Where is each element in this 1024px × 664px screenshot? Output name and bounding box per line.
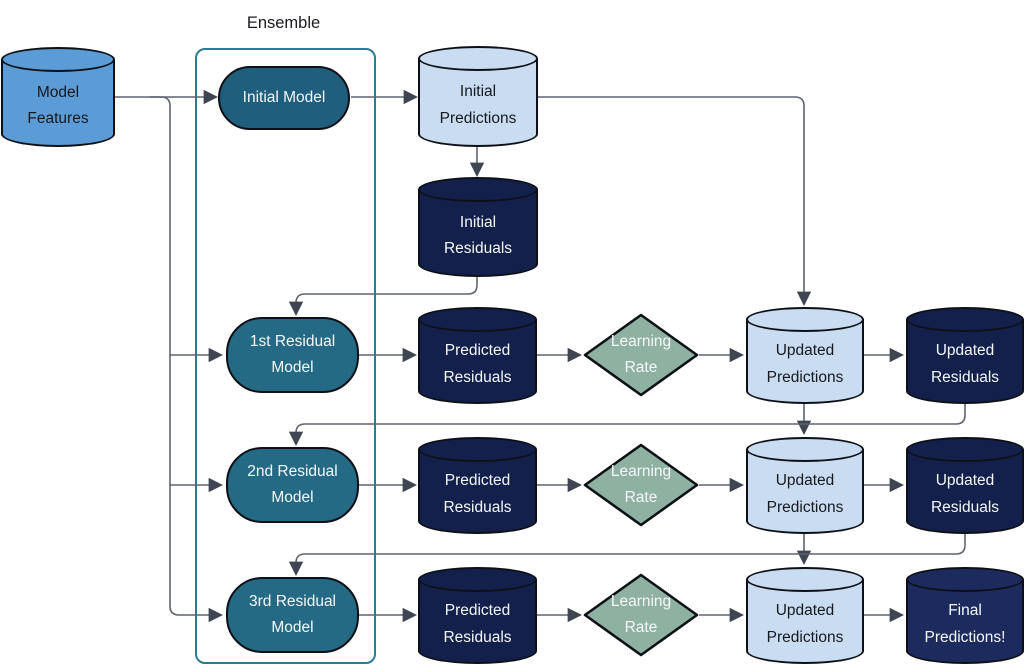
residual-model-1-node: 1st Residual Model	[226, 317, 359, 393]
updated-predictions-2-label: Updated Predictions	[766, 472, 844, 516]
initial-model-node: Initial Model	[218, 66, 350, 130]
learning-rate-2-label: Learning Rate	[610, 462, 672, 506]
residual-model-2-node: 2nd Residual Model	[226, 447, 359, 523]
cylinder-body	[906, 579, 1024, 664]
cylinder-body	[906, 319, 1024, 404]
cylinder-top-ellipse	[746, 437, 864, 462]
learning-rate-1-diamond: Learning Rate	[583, 313, 699, 397]
cylinder-top-ellipse	[418, 437, 537, 462]
final-predictions-cylinder: Final Predictions!	[906, 567, 1024, 664]
cylinder-body	[1, 59, 115, 147]
cylinder-body	[746, 449, 864, 534]
initial-predictions-cylinder: Initial Predictions	[418, 46, 538, 147]
cylinder-top-ellipse	[418, 177, 538, 202]
cylinder-top-ellipse	[906, 437, 1024, 462]
cylinder-body	[418, 189, 538, 277]
cylinder-top-ellipse	[746, 307, 864, 332]
updated-residuals-1-label: Updated Residuals	[930, 342, 1000, 386]
cylinder-body	[418, 579, 537, 664]
learning-rate-1-label: Learning Rate	[610, 332, 672, 376]
learning-rate-2-diamond: Learning Rate	[583, 443, 699, 527]
predicted-residuals-2-cylinder: Predicted Residuals	[418, 437, 537, 534]
updated-residuals-2-cylinder: Updated Residuals	[906, 437, 1024, 534]
updated-residuals-2-label: Updated Residuals	[930, 472, 1000, 516]
cylinder-body	[746, 319, 864, 404]
ensemble-group-title: Ensemble	[246, 14, 321, 32]
predicted-residuals-1-cylinder: Predicted Residuals	[418, 307, 537, 404]
initial-model-label: Initial Model	[242, 88, 326, 106]
predicted-residuals-3-cylinder: Predicted Residuals	[418, 567, 537, 664]
cylinder-top-ellipse	[418, 567, 537, 592]
cylinder-body	[906, 449, 1024, 534]
residual-model-3-node: 3rd Residual Model	[226, 577, 359, 653]
cylinder-body	[418, 449, 537, 534]
initial-predictions-label: Initial Predictions	[439, 83, 517, 127]
residual-model-1-label: 1st Residual Model	[249, 332, 336, 376]
learning-rate-3-diamond: Learning Rate	[583, 573, 699, 657]
updated-predictions-1-label: Updated Predictions	[766, 342, 844, 386]
cylinder-top-ellipse	[906, 567, 1024, 592]
learning-rate-3-label: Learning Rate	[610, 592, 672, 636]
cylinder-top-ellipse	[906, 307, 1024, 332]
predicted-residuals-2-label: Predicted Residuals	[443, 472, 512, 516]
model-features-cylinder: Model Features	[1, 47, 115, 147]
model-features-label: Model Features	[27, 83, 89, 127]
predicted-residuals-1-label: Predicted Residuals	[443, 342, 512, 386]
cylinder-body	[746, 579, 864, 664]
residual-model-2-label: 2nd Residual Model	[247, 462, 338, 506]
cylinder-body	[418, 319, 537, 404]
cylinder-body	[418, 58, 538, 147]
diamond-shape	[583, 313, 699, 397]
initial-residuals-label: Initial Residuals	[443, 213, 513, 257]
updated-predictions-2-cylinder: Updated Predictions	[746, 437, 864, 534]
updated-predictions-1-cylinder: Updated Predictions	[746, 307, 864, 404]
diamond-shape	[583, 573, 699, 657]
final-predictions-label: Final Predictions!	[924, 602, 1006, 646]
ensemble-group-box	[195, 48, 376, 664]
updated-predictions-3-label: Updated Predictions	[766, 602, 844, 646]
updated-residuals-1-cylinder: Updated Residuals	[906, 307, 1024, 404]
predicted-residuals-3-label: Predicted Residuals	[443, 602, 512, 646]
updated-predictions-3-cylinder: Updated Predictions	[746, 567, 864, 664]
cylinder-top-ellipse	[746, 567, 864, 592]
initial-residuals-cylinder: Initial Residuals	[418, 177, 538, 277]
cylinder-top-ellipse	[418, 46, 538, 71]
diamond-shape	[583, 443, 699, 527]
cylinder-top-ellipse	[418, 307, 537, 332]
residual-model-3-label: 3rd Residual Model	[248, 592, 337, 636]
cylinder-top-ellipse	[1, 47, 115, 72]
